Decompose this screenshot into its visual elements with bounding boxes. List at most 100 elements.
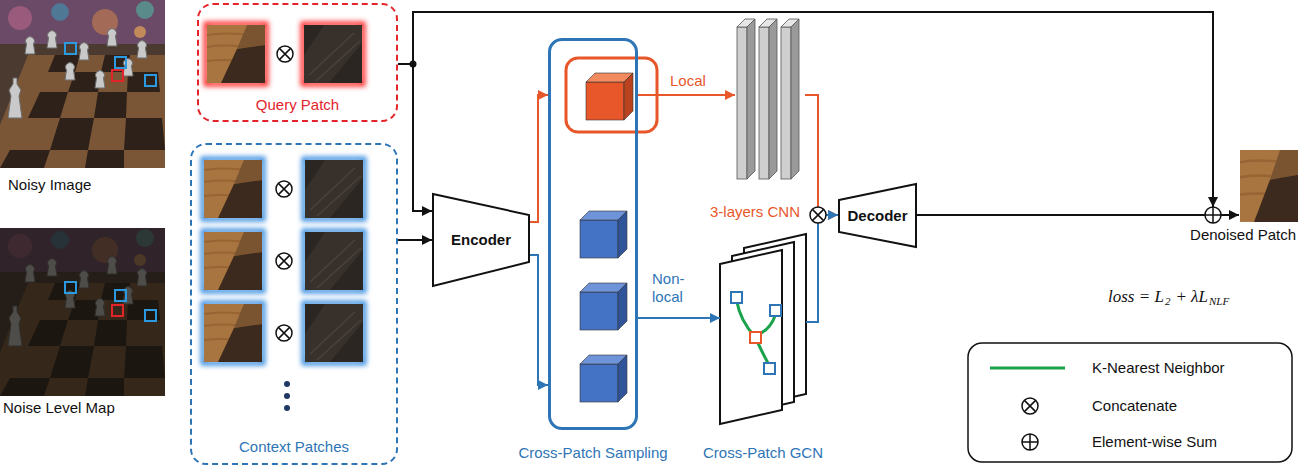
feature-cubes bbox=[618, 283, 627, 330]
noisy-image bbox=[112, 70, 123, 81]
local-frame bbox=[566, 58, 657, 132]
concat-symbol bbox=[810, 207, 826, 223]
block-label: Encoder bbox=[451, 231, 511, 249]
ellipsis-dots bbox=[284, 393, 290, 399]
query-patch-box: Query Patch bbox=[197, 3, 398, 122]
junction-dot bbox=[410, 61, 417, 68]
context-patches bbox=[304, 303, 364, 363]
skip-connection bbox=[915, 214, 1205, 216]
context-patches bbox=[204, 160, 262, 218]
context-patches bbox=[203, 303, 263, 363]
legend-label: Concatenate bbox=[1092, 397, 1177, 415]
cnn-slabs bbox=[759, 27, 769, 179]
context-patches bbox=[204, 232, 262, 290]
cnn-stack: 3-layers CNN bbox=[735, 15, 805, 187]
concat-symbol bbox=[276, 325, 292, 341]
image-caption: Denoised Patch bbox=[1190, 226, 1296, 244]
gcn-graph bbox=[750, 332, 761, 343]
query-patches bbox=[206, 24, 363, 84]
feature-cubes bbox=[580, 292, 618, 330]
context-patches bbox=[204, 304, 262, 362]
junction-dot bbox=[410, 61, 417, 68]
encoder-block: Encoder bbox=[432, 193, 530, 287]
noise-level-map bbox=[0, 228, 165, 396]
cnn-slabs bbox=[737, 27, 747, 179]
noisy-image bbox=[115, 57, 126, 68]
trapezoid bbox=[433, 194, 529, 286]
gcn-stack: Cross-Patch GCN bbox=[720, 228, 806, 426]
gcn-frames bbox=[720, 250, 782, 424]
cnn-slabs bbox=[747, 19, 755, 179]
concat-symbol bbox=[276, 181, 292, 197]
group-title: Query Patch bbox=[256, 96, 339, 114]
ellipsis-dots bbox=[284, 381, 290, 387]
cnn-slabs bbox=[769, 19, 777, 179]
noise-level-map bbox=[65, 282, 156, 321]
query-patches bbox=[304, 25, 362, 83]
loss-subscript: 2 bbox=[1165, 295, 1171, 308]
context-patches bbox=[203, 159, 263, 219]
loss-subscript: NLF bbox=[1209, 295, 1229, 308]
image-caption: Noise Level Map bbox=[3, 399, 115, 417]
noise-level-map bbox=[145, 310, 156, 321]
sum-symbol bbox=[1205, 207, 1221, 223]
noisy-image bbox=[145, 75, 156, 86]
ellipsis-dots bbox=[284, 405, 290, 411]
noisy-image bbox=[0, 0, 165, 168]
noisy-image bbox=[65, 43, 76, 54]
context-patches bbox=[305, 304, 363, 362]
context-patches bbox=[304, 231, 364, 291]
feature-cubes bbox=[580, 364, 618, 402]
noisy-image bbox=[65, 43, 156, 86]
query-patches bbox=[207, 25, 265, 83]
decoder-block: Decoder bbox=[838, 183, 917, 248]
legend-frame bbox=[1022, 434, 1038, 450]
gcn-frames bbox=[720, 234, 806, 424]
edge-label: Non-local bbox=[652, 270, 696, 306]
local-frame bbox=[566, 58, 657, 132]
skip-connection bbox=[1221, 214, 1239, 216]
flow-arrow bbox=[806, 215, 838, 322]
flow-arrow bbox=[638, 317, 720, 319]
noise-level-map bbox=[0, 228, 165, 396]
flow-arrow bbox=[638, 94, 735, 96]
denoised-patch bbox=[1240, 150, 1298, 222]
context-patches bbox=[304, 159, 364, 219]
context-patches bbox=[304, 159, 364, 219]
query-patches bbox=[206, 24, 266, 84]
legend-frame bbox=[968, 343, 1292, 462]
noise-level-map bbox=[115, 290, 126, 301]
module-caption: 3-layers CNN bbox=[710, 203, 800, 221]
flow-arrow bbox=[530, 255, 548, 385]
noise-level-map bbox=[0, 228, 165, 396]
module-caption: Cross-Patch GCN bbox=[703, 444, 823, 462]
noise-level-map bbox=[65, 282, 76, 293]
loss-formula: loss = L bbox=[1108, 287, 1164, 307]
context-patches bbox=[203, 231, 263, 291]
query-patches bbox=[303, 24, 363, 84]
feature-cubes bbox=[580, 73, 633, 402]
context-patches bbox=[304, 231, 364, 291]
trapezoid bbox=[839, 184, 916, 247]
ellipsis-dots bbox=[284, 381, 290, 411]
legend-frame bbox=[968, 343, 1292, 462]
loss-formula: + λL bbox=[1175, 287, 1208, 307]
query-patches bbox=[303, 24, 363, 84]
noisy-image bbox=[0, 0, 165, 168]
skip-connection bbox=[413, 12, 1213, 207]
context-patches bbox=[203, 159, 364, 363]
context-patches bbox=[203, 231, 263, 291]
context-patches bbox=[305, 232, 363, 290]
denoised-patch bbox=[1240, 150, 1298, 222]
context-patches bbox=[203, 303, 263, 363]
edge-label: Local bbox=[670, 72, 706, 90]
gcn-graph bbox=[764, 363, 775, 374]
concat-symbol bbox=[277, 46, 293, 62]
sampling-box: Cross-Patch Sampling bbox=[548, 38, 638, 430]
cnn-slabs bbox=[781, 27, 791, 179]
context-patches bbox=[305, 160, 363, 218]
legend-frame bbox=[1022, 398, 1038, 414]
feature-cubes bbox=[618, 355, 627, 402]
denoised-patch bbox=[1240, 150, 1298, 222]
